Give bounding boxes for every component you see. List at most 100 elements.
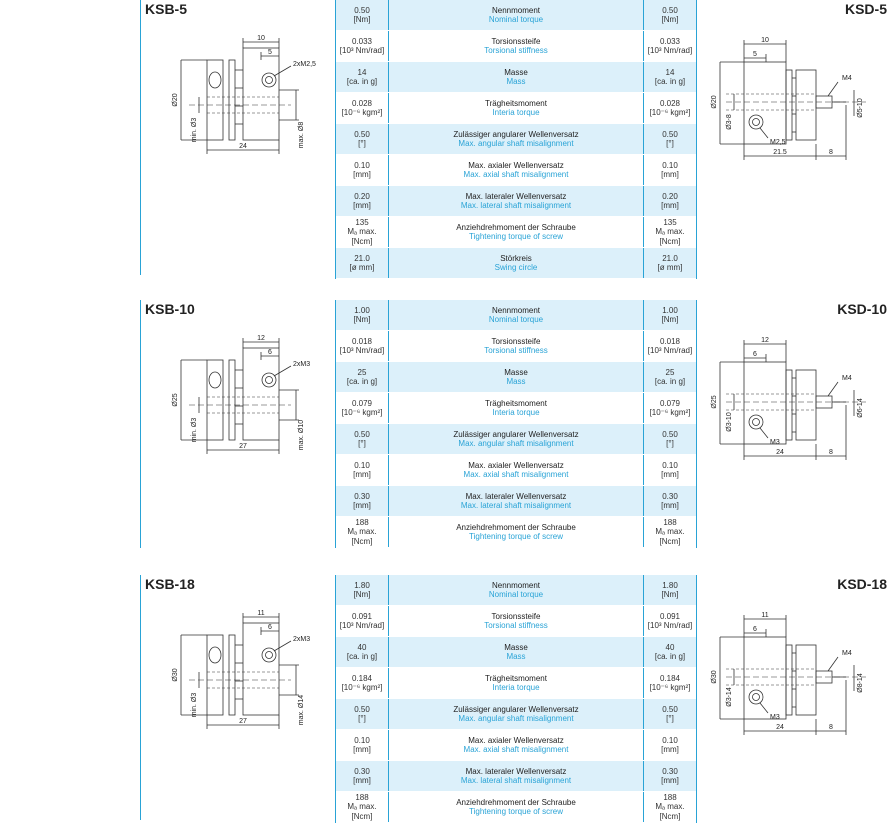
property-name-line1: Max. lateraler Wellenversatz xyxy=(465,766,567,776)
overall-length-label: 24 xyxy=(776,724,784,731)
property-name-line2: Tightening torque of screw xyxy=(469,532,563,541)
clamp-range-label: Ø6-14 xyxy=(857,398,864,418)
coupling-hub-left xyxy=(206,634,224,716)
right-value-line2: [10³ Nm/rad] xyxy=(647,346,693,355)
left-value-line2: [°] xyxy=(358,439,366,448)
left-value-line1: 135 xyxy=(355,217,369,227)
screw-length-label: 8 xyxy=(829,724,833,731)
min-bore-label: min. Ø3 xyxy=(191,118,198,143)
left-value-line1: 0.091 xyxy=(351,611,373,621)
right-value-line2: [Nm] xyxy=(661,590,679,599)
model-title-left: KSB-18 xyxy=(145,576,195,592)
overall-length-label: 27 xyxy=(239,443,247,450)
left-value-line1: 188 xyxy=(355,792,369,802)
right-value-line2: [10⁻⁶ kgm²] xyxy=(649,108,691,117)
dim-screw-offset-label: 6 xyxy=(753,351,757,358)
set-screw-icon xyxy=(261,72,277,88)
spec-row: 0.50[°]Zulässiger angularer Wellenversat… xyxy=(336,124,696,155)
left-value: 1.00[Nm] xyxy=(336,300,388,330)
property-name-line2: Max. angular shaft misalignment xyxy=(458,439,574,448)
right-value-line1: 0.20 xyxy=(662,191,678,201)
left-value: 0.028[10⁻⁶ kgm²] xyxy=(336,93,388,123)
left-value-line1: 0.50 xyxy=(354,704,370,714)
right-value: 0.091[10³ Nm/rad] xyxy=(644,606,696,636)
right-value-line1: 25 xyxy=(665,367,675,377)
property-name-line1: Torsionssteife xyxy=(491,611,541,621)
coupling-hub-right xyxy=(242,47,280,141)
coupling-hub-left xyxy=(743,636,787,720)
left-value-line1: 1.00 xyxy=(354,305,370,315)
dim-screw-offset-label: 6 xyxy=(753,626,757,633)
dim-width-label: 10 xyxy=(257,35,265,42)
min-bore-label: min. Ø3 xyxy=(191,418,198,443)
left-value-line2: [°] xyxy=(358,714,366,723)
clamp-range-label: Ø5-10 xyxy=(857,98,864,118)
left-value: 0.10[mm] xyxy=(336,730,388,760)
right-value-line2: [°] xyxy=(666,714,674,723)
left-value: 0.50[°] xyxy=(336,699,388,729)
overall-length-label: 27 xyxy=(239,718,247,725)
property-name-line2: Interia torque xyxy=(492,108,540,117)
property-name-line2: Max. axial shaft misalignment xyxy=(463,470,569,479)
left-value-line2: [Nm] xyxy=(353,590,371,599)
left-value: 0.50[Nm] xyxy=(336,0,388,30)
set-screw-icon xyxy=(748,414,764,430)
property-name-line1: Trägheitsmoment xyxy=(485,673,547,683)
right-value-line2: [mm] xyxy=(661,501,679,510)
left-value-line2: [ca. in g] xyxy=(346,77,378,86)
left-value-line2: [10⁻⁶ kgm²] xyxy=(341,108,383,117)
model-title-right: KSD-18 xyxy=(837,576,887,592)
right-value-line2: [Nm] xyxy=(661,15,679,24)
screw-size-label: 2xM3 xyxy=(293,636,310,643)
property-name-line1: Torsionssteife xyxy=(491,36,541,46)
right-value-line1: 0.30 xyxy=(662,491,678,501)
right-value-line2: [mm] xyxy=(661,776,679,785)
screw-size-label: 2xM2,5 xyxy=(293,61,316,68)
property-name-line1: Nennmoment xyxy=(491,5,541,15)
left-value-line1: 0.30 xyxy=(354,491,370,501)
property-name-line1: Max. axialer Wellenversatz xyxy=(468,735,564,745)
property-name-line1: Zulässiger angularer Wellenversatz xyxy=(453,129,579,139)
model-title-right: KSD-5 xyxy=(844,1,887,17)
left-value-line2: [mm] xyxy=(353,745,371,754)
outer-diameter-label: Ø20 xyxy=(711,95,718,108)
screw-length-label: 8 xyxy=(829,149,833,156)
right-value-line1: 0.10 xyxy=(662,735,678,745)
left-value-line1: 1.80 xyxy=(354,580,370,590)
right-value-line2: [Nm] xyxy=(661,315,679,324)
left-value: 0.20[mm] xyxy=(336,186,388,216)
left-value-line2: [mm] xyxy=(353,170,371,179)
left-value-line2: [mm] xyxy=(353,501,371,510)
left-value: 0.10[mm] xyxy=(336,155,388,185)
left-value-line2: [ca. in g] xyxy=(346,377,378,386)
property-name-line2: Tightening torque of screw xyxy=(469,232,563,241)
property-name-line2: Torsional stiffness xyxy=(484,46,548,55)
dim-screw-offset-label: 5 xyxy=(753,51,757,58)
coupling-hub-left xyxy=(743,361,787,445)
dim-width-label: 10 xyxy=(761,37,769,44)
coupling-hub-right xyxy=(242,622,280,716)
